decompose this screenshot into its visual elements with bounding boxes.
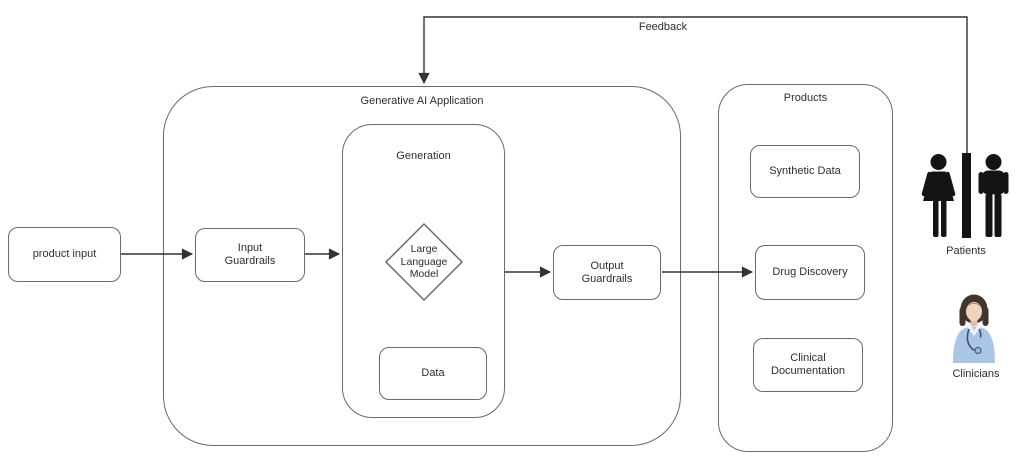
generation-label: Generation — [396, 150, 451, 162]
products-label: Products — [783, 92, 828, 104]
clinicians-icon — [953, 294, 995, 363]
restroom-divider-bar — [962, 153, 971, 238]
clinicians-label: Clinicians — [952, 368, 1000, 380]
data-node: Data — [379, 347, 487, 400]
feedback-label: Feedback — [638, 21, 688, 33]
genai-application-label: Generative AI Application — [360, 95, 484, 107]
output-guardrails-label: Output Guardrails — [581, 259, 633, 285]
clinical-documentation-node: Clinical Documentation — [753, 338, 863, 392]
drug-discovery-node: Drug Discovery — [755, 245, 865, 300]
output-guardrails-node: Output Guardrails — [553, 245, 661, 300]
data-label: Data — [421, 367, 445, 379]
product-input-label: product input — [32, 248, 97, 260]
llm-label: Large Language Model — [400, 243, 448, 280]
input-guardrails-node: Input Guardrails — [195, 228, 305, 282]
drug-discovery-label: Drug Discovery — [772, 266, 848, 278]
product-input-node: product input — [8, 227, 121, 282]
clinical-documentation-label: Clinical Documentation — [771, 352, 845, 377]
patients-label: Patients — [946, 245, 986, 257]
patients-icon — [921, 153, 1009, 238]
synthetic-data-label: Synthetic Data — [769, 165, 841, 177]
input-guardrails-label: Input Guardrails — [224, 242, 276, 267]
synthetic-data-node: Synthetic Data — [750, 145, 860, 198]
